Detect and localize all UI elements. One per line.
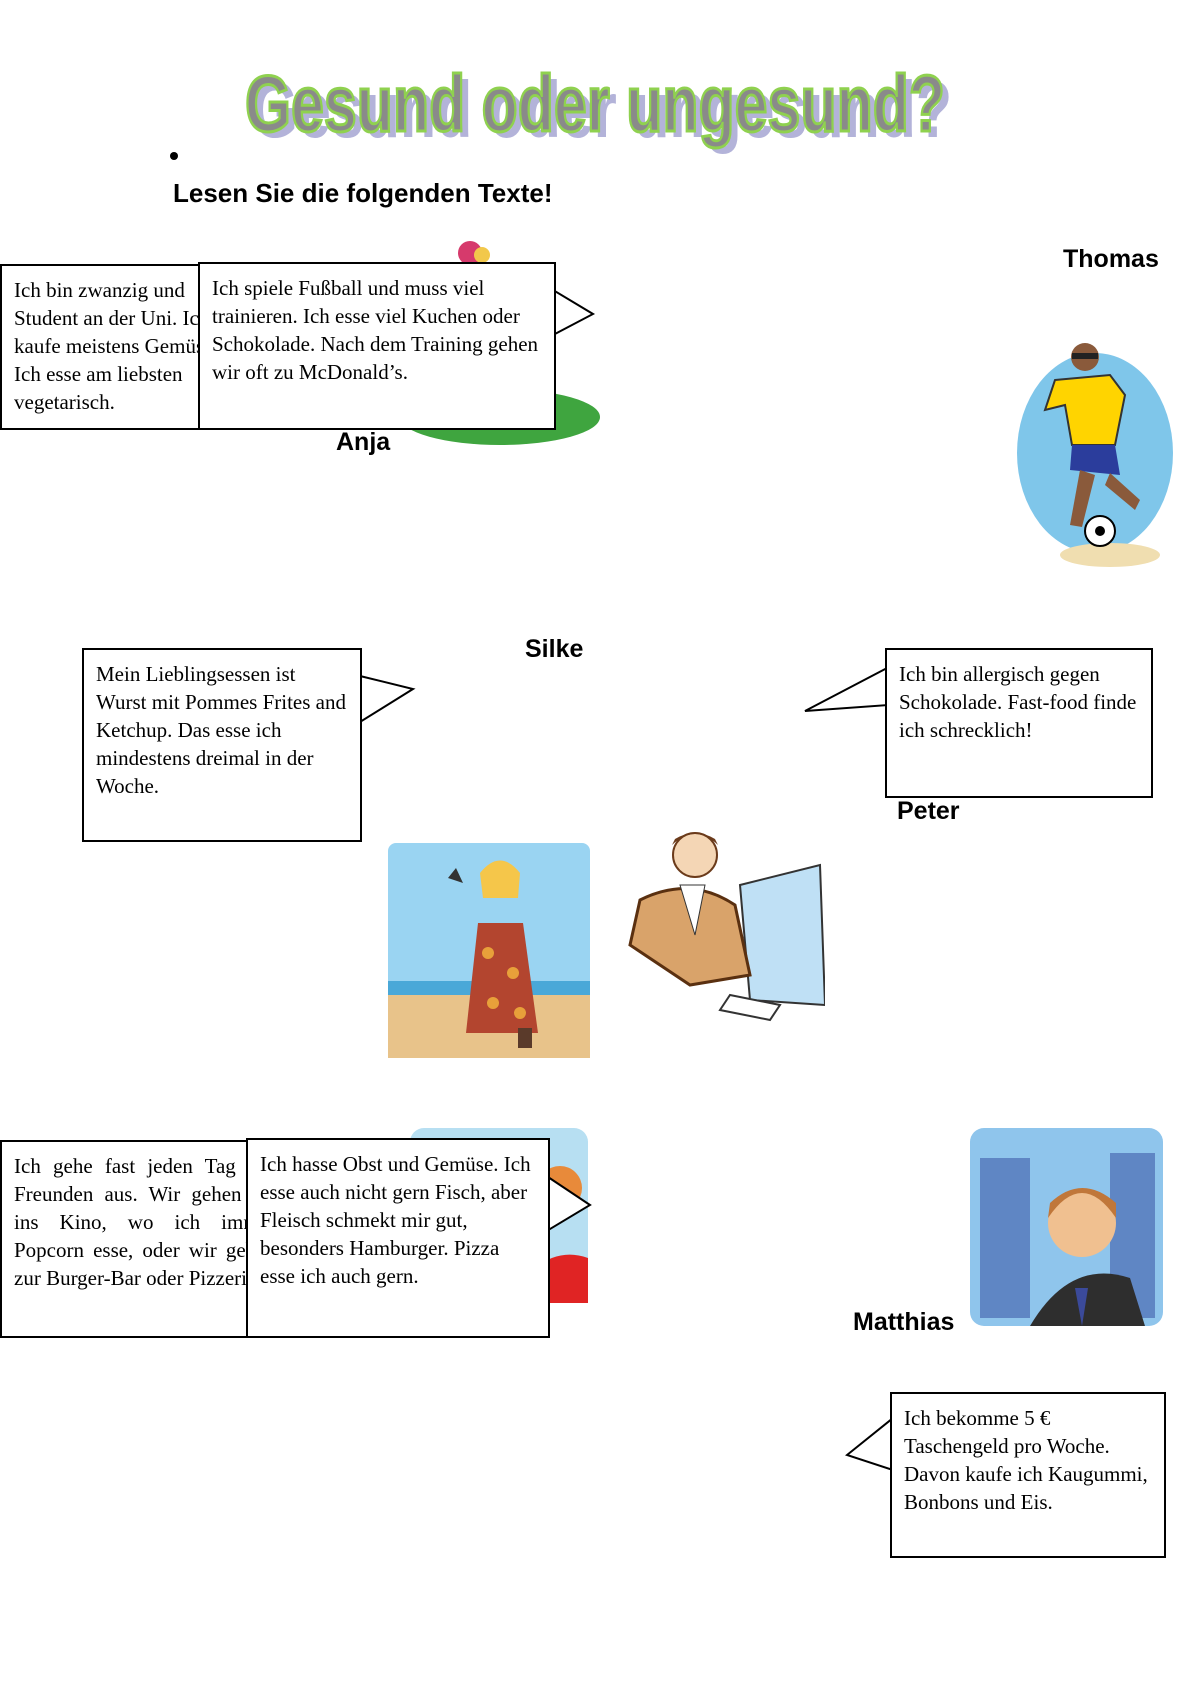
name-thomas: Thomas — [1063, 245, 1159, 273]
name-peter: Peter — [897, 797, 960, 825]
speech-text-matthias: Ich bekomme 5 € Taschengeld pro Woche. D… — [904, 1406, 1148, 1514]
instruction-heading: Lesen Sie die folgenden Texte! — [173, 178, 553, 208]
speech-text-silke: Mein Lieblingsessen ist Wurst mit Pommes… — [96, 662, 346, 798]
speech-bubble-peter: Ich bin allergisch gegen Schokolade. Fas… — [885, 648, 1153, 798]
speech-bubble-tail — [804, 665, 891, 712]
speech-bubble-tail — [553, 288, 596, 337]
name-anja: Anja — [336, 428, 391, 456]
speech-text-hamburger: Ich hasse Obst und Gemüse. Ich esse auch… — [260, 1152, 531, 1288]
speech-bubble-hamburger: Ich hasse Obst und Gemüse. Ich esse auch… — [246, 1138, 550, 1338]
man-computer-picture — [628, 832, 825, 1022]
title-shadow: Gesund oder ungesund? — [252, 65, 952, 154]
speech-bubble-tail — [545, 1173, 592, 1234]
speech-bubble-tail — [845, 1415, 895, 1472]
speech-text-anja: Ich bin zwanzig und Student an der Uni. … — [14, 278, 219, 414]
speech-bubble-matthias: Ich bekomme 5 € Taschengeld pro Woche. D… — [890, 1392, 1166, 1558]
name-matthias: Matthias — [853, 1308, 955, 1336]
speech-text-thomas: Ich spiele Fußball und muss viel trainie… — [212, 276, 539, 384]
woman-beach-picture — [388, 843, 590, 1058]
speech-bubble-friends: Ich gehe fast jeden Tag mit Freunden aus… — [0, 1140, 290, 1338]
speech-bubble-tail — [358, 674, 416, 724]
name-silke: Silke — [525, 635, 584, 663]
soccer-player-picture — [1017, 343, 1173, 567]
speech-bubble-silke: Mein Lieblingsessen ist Wurst mit Pommes… — [82, 648, 362, 842]
speech-text-peter: Ich bin allergisch gegen Schokolade. Fas… — [899, 662, 1137, 742]
speech-bubble-thomas: Ich spiele Fußball und muss viel trainie… — [198, 262, 556, 430]
matthias-picture — [970, 1128, 1163, 1326]
bullet-dot — [170, 152, 178, 160]
speech-text-friends: Ich gehe fast jeden Tag mit Freunden aus… — [14, 1154, 276, 1290]
page-title: Gesund oder ungesund? — [245, 59, 945, 148]
title-wordart: Gesund oder ungesund? Gesund oder ungesu… — [244, 58, 953, 155]
